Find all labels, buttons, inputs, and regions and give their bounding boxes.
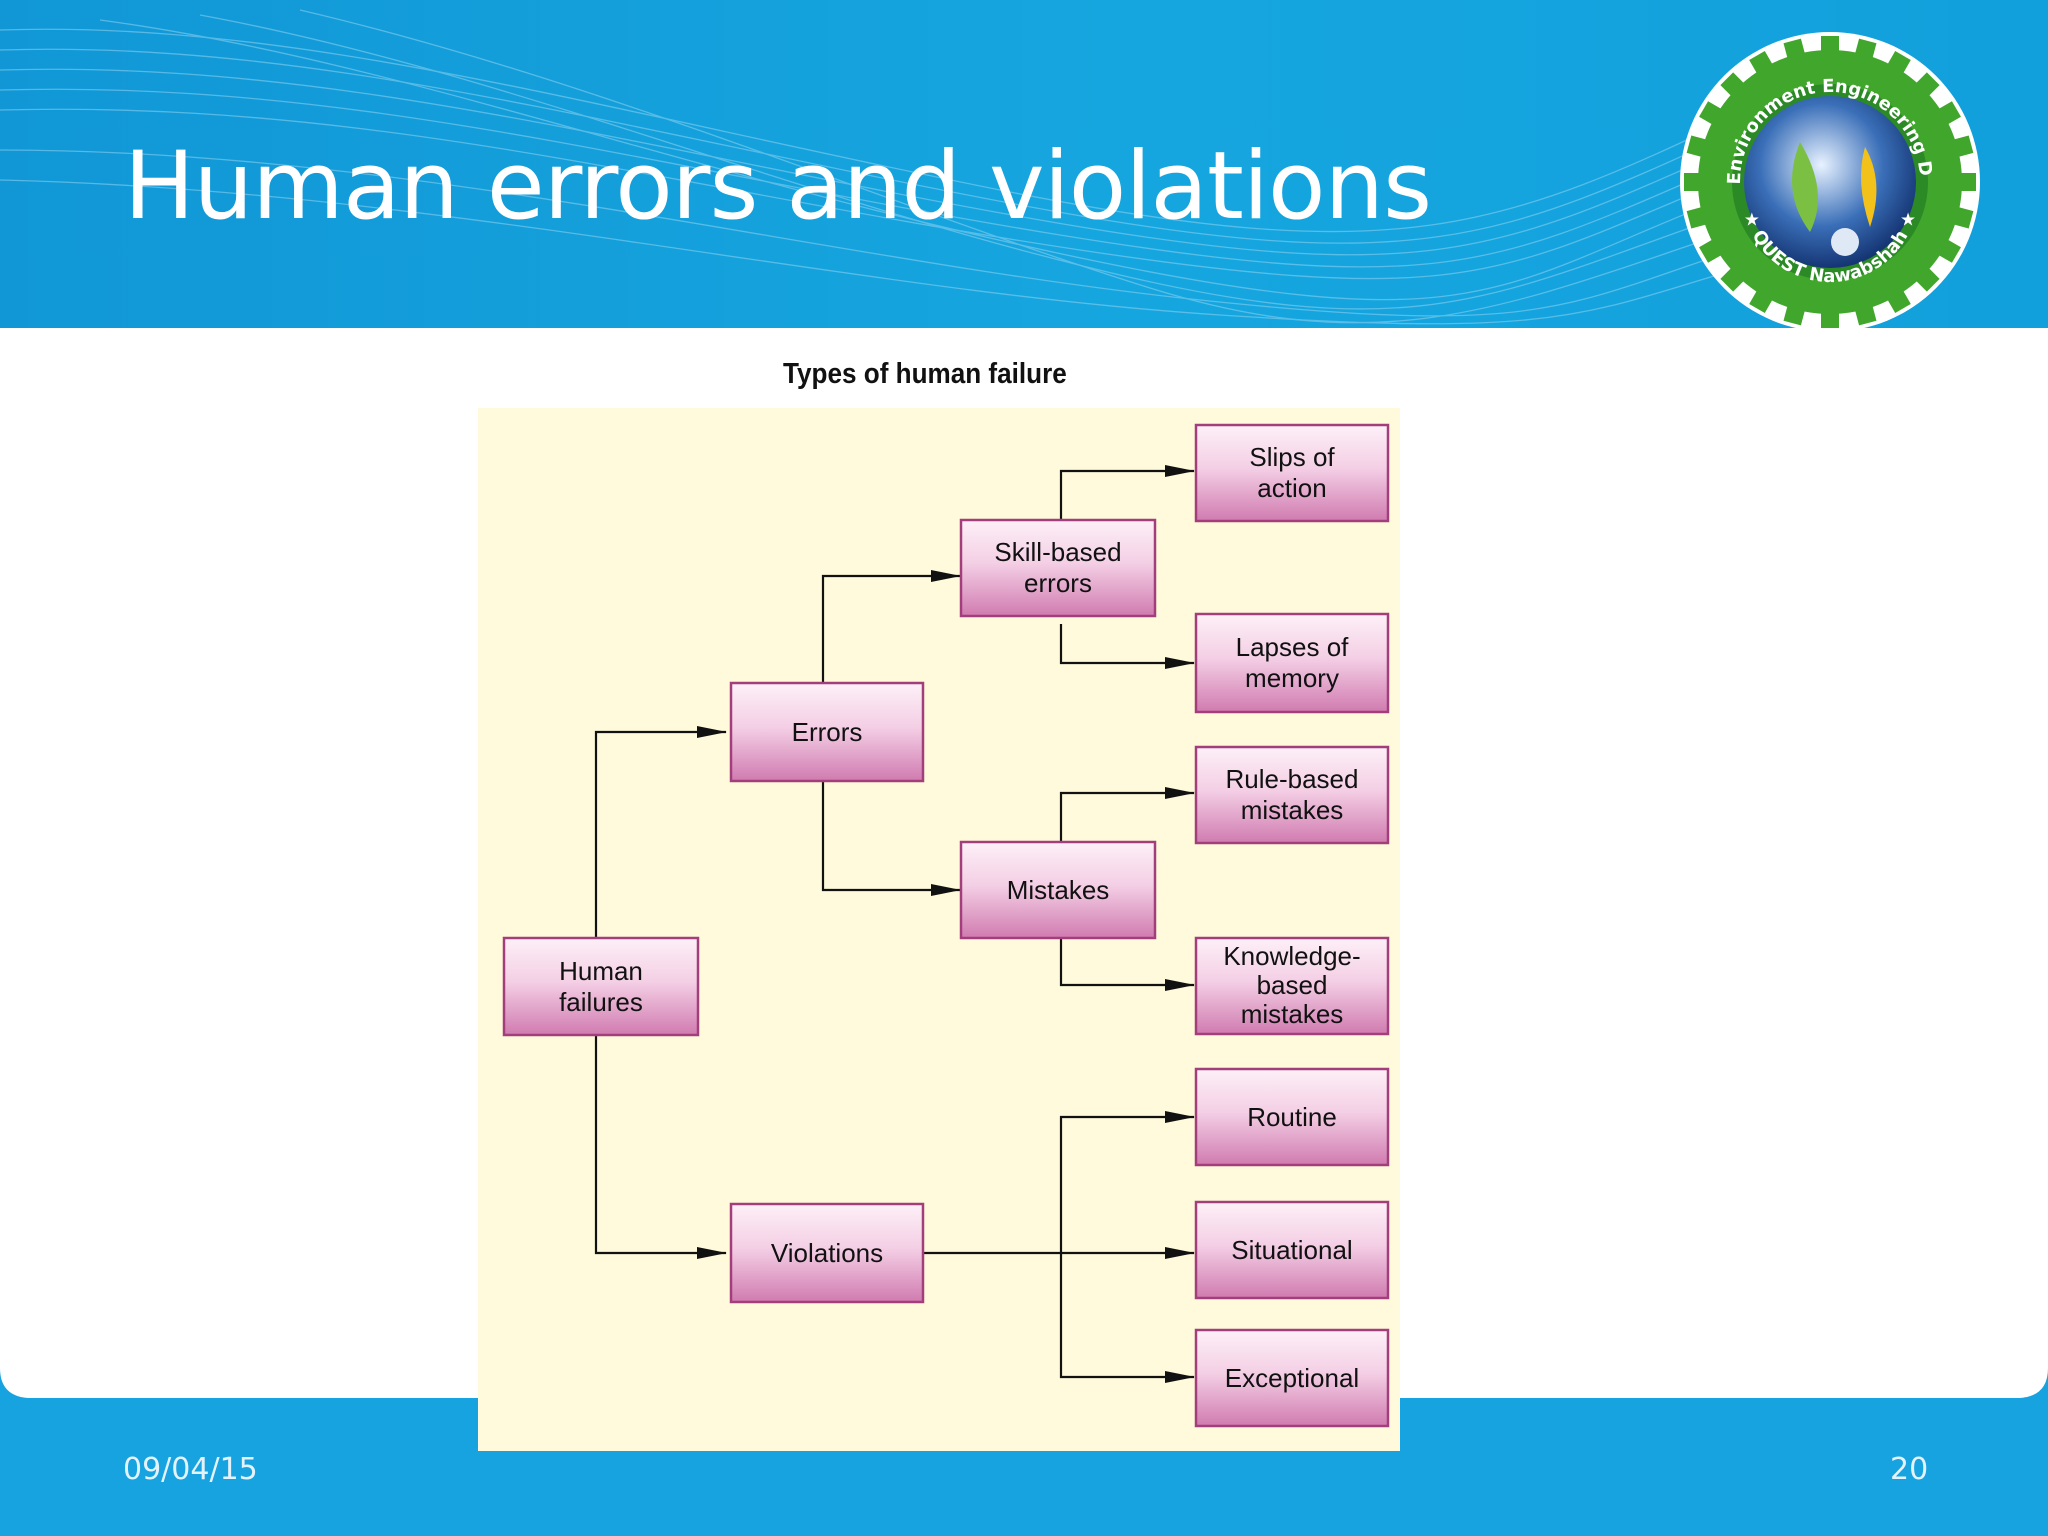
logo-gear-tooth (1749, 51, 1777, 81)
logo-gear-tooth (1883, 283, 1911, 313)
svg-text:Violations: Violations (771, 1238, 883, 1268)
logo-gear-tooth (1931, 101, 1961, 129)
logo-gear-tooth (1909, 261, 1940, 292)
connector-skill-to-lapses (1059, 624, 1195, 669)
connector-errors-to-skill (821, 570, 961, 683)
slide-title: Human errors and violations (124, 132, 1432, 241)
header-wave-lines (0, 9, 1821, 325)
node-exceptional: Exceptional (1194, 1328, 1390, 1428)
svg-text:Situational: Situational (1231, 1235, 1352, 1265)
footer-date: 09/04/15 (123, 1452, 258, 1487)
logo-gear-tooth (1883, 51, 1911, 81)
connector-violations-to-routine (1059, 1111, 1195, 1253)
svg-text:Routine: Routine (1247, 1102, 1337, 1132)
svg-text:Mistakes: Mistakes (1007, 875, 1110, 905)
logo-gear-tooth (1699, 101, 1729, 129)
logo-gear-tooth (1945, 135, 1974, 160)
svg-text:Errors: Errors (792, 717, 863, 747)
logo-gear-tooth (1720, 261, 1751, 292)
node-mistakes: Mistakes (959, 840, 1157, 940)
logo-gear-tooth (1684, 173, 1708, 191)
svg-text:Exceptional: Exceptional (1225, 1363, 1359, 1393)
connector-errors-to-mistakes (821, 781, 961, 896)
logo-leaf (1792, 142, 1818, 232)
connector-mistakes-to-knowledge (1059, 938, 1195, 991)
logo-gear-tooth (1720, 72, 1751, 103)
logo-gear-tooth (1945, 204, 1974, 229)
logo-gear-tooth (1852, 38, 1877, 67)
logo-gear-tooth (1686, 135, 1715, 160)
logo-gear-tooth (1931, 235, 1961, 263)
logo-gear-tooth (1909, 72, 1940, 103)
logo-gear-tooth (1749, 283, 1777, 313)
connector-violations-to-exceptional (1059, 1253, 1195, 1383)
connector-human-to-errors (594, 726, 727, 938)
connector-skill-to-slips (1059, 465, 1195, 528)
logo-bulb (1831, 228, 1859, 256)
node-errors: Errors (729, 681, 925, 783)
connectors (594, 465, 1195, 1383)
logo-globe (1744, 96, 1916, 268)
logo-gear-tooth (1699, 235, 1729, 263)
logo-gear-tooth (1821, 304, 1839, 328)
footer-page-number: 20 (1890, 1452, 1929, 1487)
department-logo: Energy & Environment Engineering Departm… (1671, 16, 1980, 332)
logo-corn (1861, 147, 1877, 227)
logo-gear-tooth (1783, 38, 1808, 67)
node-violations: Violations (729, 1202, 925, 1304)
logo-gear-tooth (1852, 297, 1877, 326)
logo-gear-tooth (1821, 36, 1839, 60)
diagram-title: Types of human failure (783, 358, 1067, 390)
connector-human-to-violations (594, 1035, 727, 1259)
connector-mistakes-to-rule (1059, 787, 1195, 842)
logo-gear-tooth (1952, 173, 1976, 191)
node-routine: Routine (1194, 1067, 1390, 1167)
logo-gear-tooth (1686, 204, 1715, 229)
logo-gear-tooth (1783, 297, 1808, 326)
node-situational: Situational (1194, 1200, 1390, 1300)
logo-gear-teeth (1684, 36, 1976, 328)
